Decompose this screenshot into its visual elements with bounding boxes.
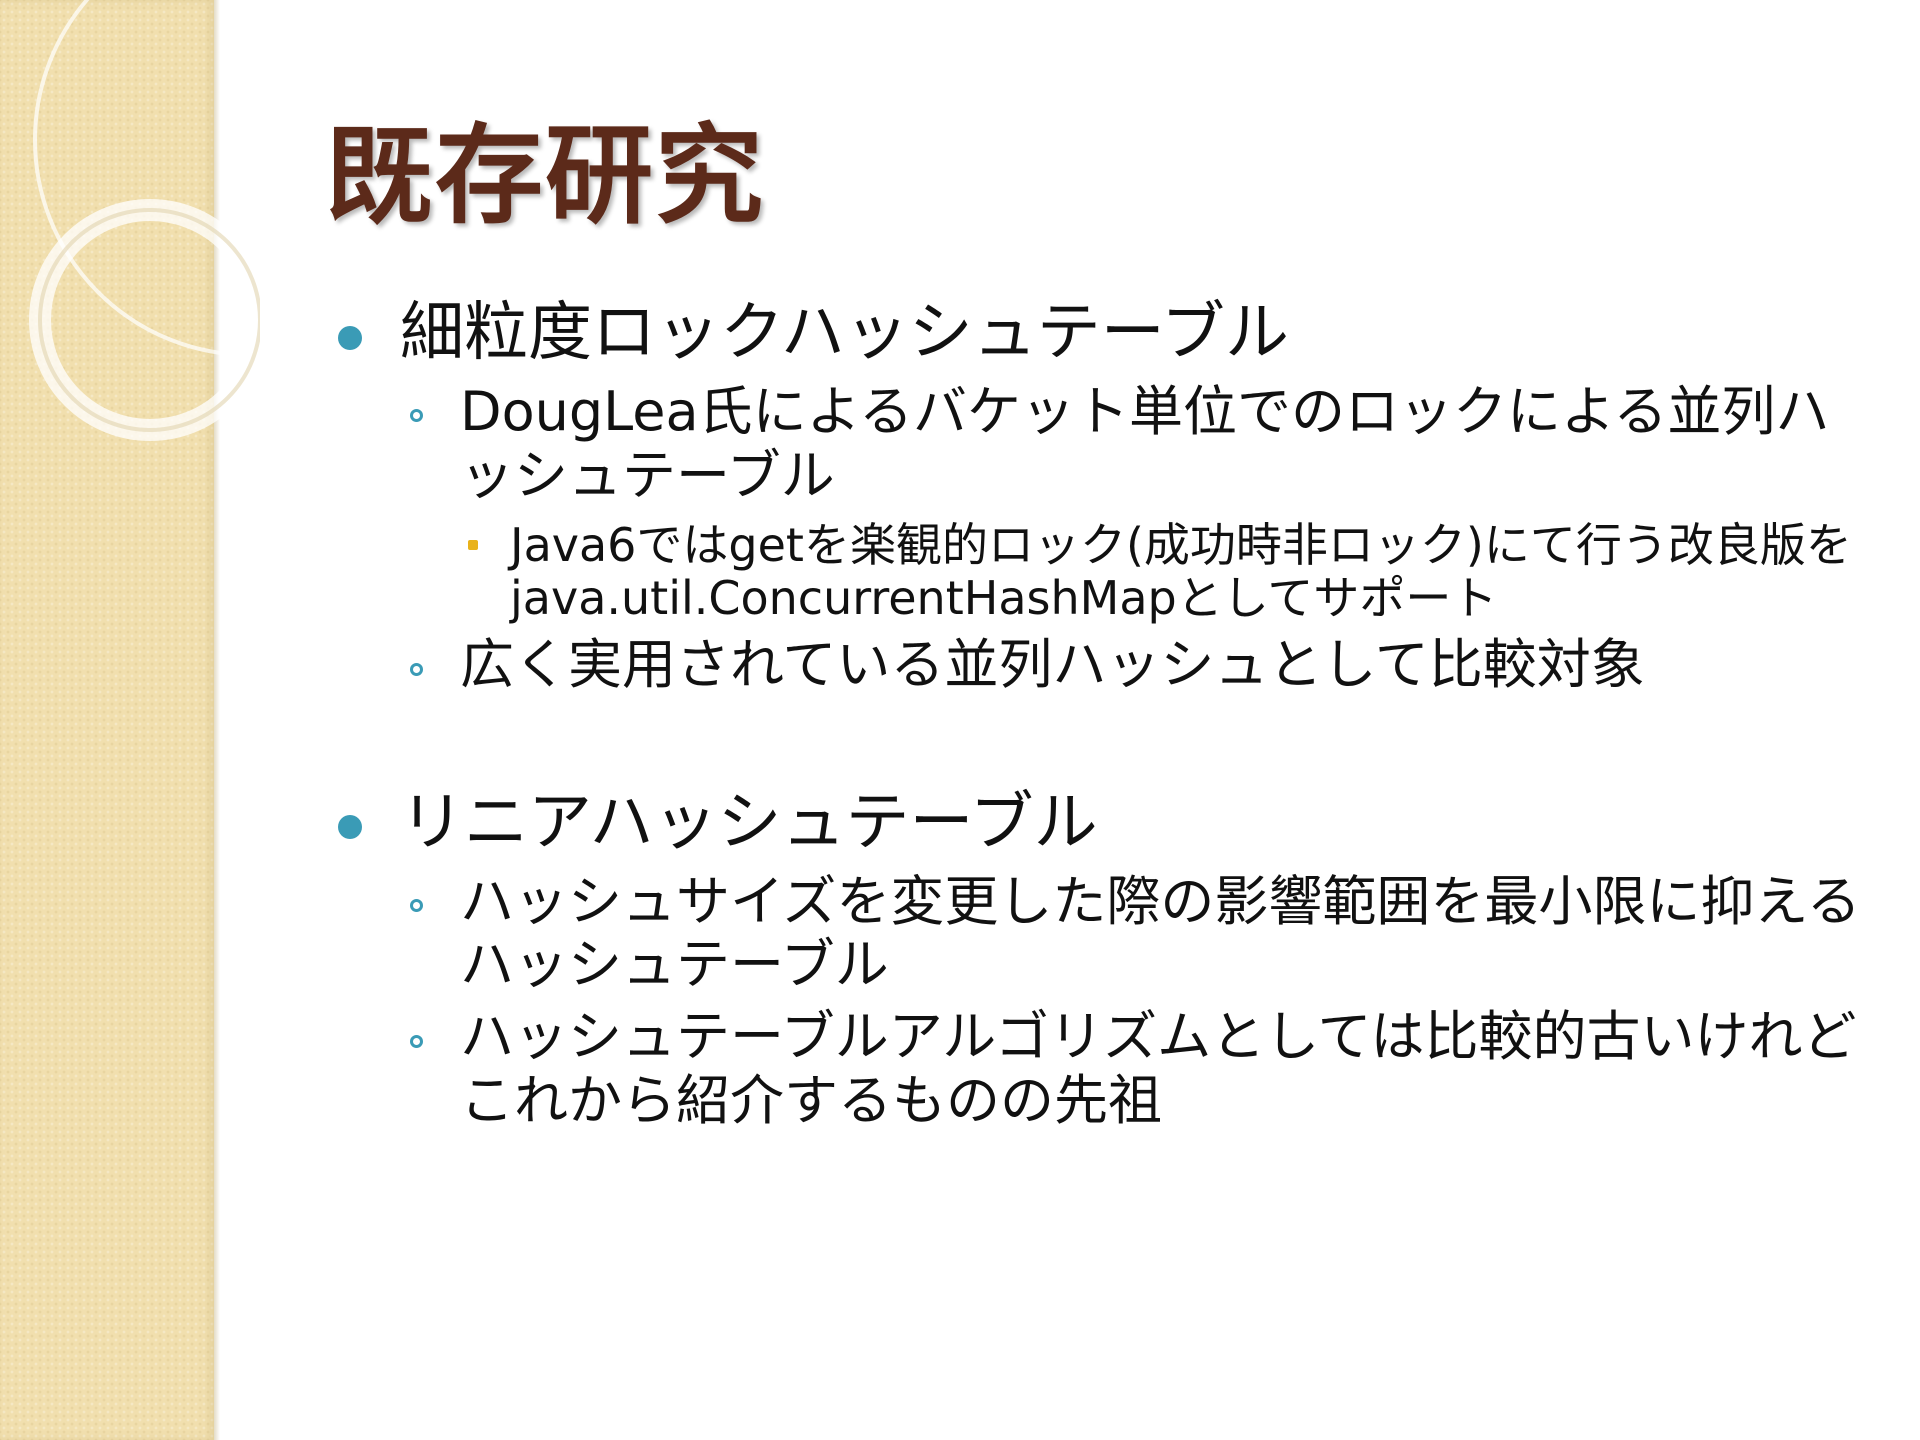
list-item-text: DougLea氏によるバケット単位でのロックによる並列ハッシュテーブル [460,379,1830,507]
list-item-text: ハッシュテーブルアルゴリズムとしては比較的古いけれどこれから紹介するものの先祖 [460,1004,1857,1132]
sub-list-item: Java6ではgetを楽観的ロック(成功時非ロック)にて行う改良版をjava.u… [468,518,1880,626]
slide-title: 既存研究 [325,114,766,239]
section-fine-grained-lock: 細粒度ロックハッシュテーブル [338,295,1880,372]
list-item: ハッシュサイズを変更した際の影響範囲を最小限に抑えるハッシュテーブル [410,869,1880,997]
ring-thick-outline [38,208,260,432]
bullet-square-icon [468,539,478,550]
sub-list-item-text: Java6ではgetを楽観的ロック(成功時非ロック)にて行う改良版をjava.u… [510,518,1852,626]
bullet-ring-icon [410,899,423,913]
list-item: DougLea氏によるバケット単位でのロックによる並列ハッシュテーブル [410,379,1880,507]
section-heading: 細粒度ロックハッシュテーブル [400,296,1289,370]
section-heading: リニアハッシュテーブル [400,785,1098,860]
section-linear-hash: リニアハッシュテーブル [338,785,1880,862]
list-item-text: ハッシュサイズを変更した際の影響範囲を最小限に抑えるハッシュテーブル [460,869,1861,997]
bullet-dot-icon [338,815,362,840]
slide-body: 細粒度ロックハッシュテーブル DougLea氏によるバケット単位でのロックによる… [338,295,1880,1132]
sidebar-edge [214,0,220,1440]
bullet-ring-icon [410,409,423,423]
bullet-ring-icon [410,1034,423,1048]
bullet-dot-icon [338,325,362,350]
list-item: ハッシュテーブルアルゴリズムとしては比較的古いけれどこれから紹介するものの先祖 [410,1004,1880,1132]
list-item: 広く実用されている並列ハッシュとして比較対象 [410,633,1880,697]
list-item-text: 広く実用されている並列ハッシュとして比較対象 [460,633,1645,697]
decorative-rings [29,0,260,441]
decorative-sidebar [0,0,214,1440]
ring-large [33,0,260,357]
bullet-ring-icon [410,662,423,676]
